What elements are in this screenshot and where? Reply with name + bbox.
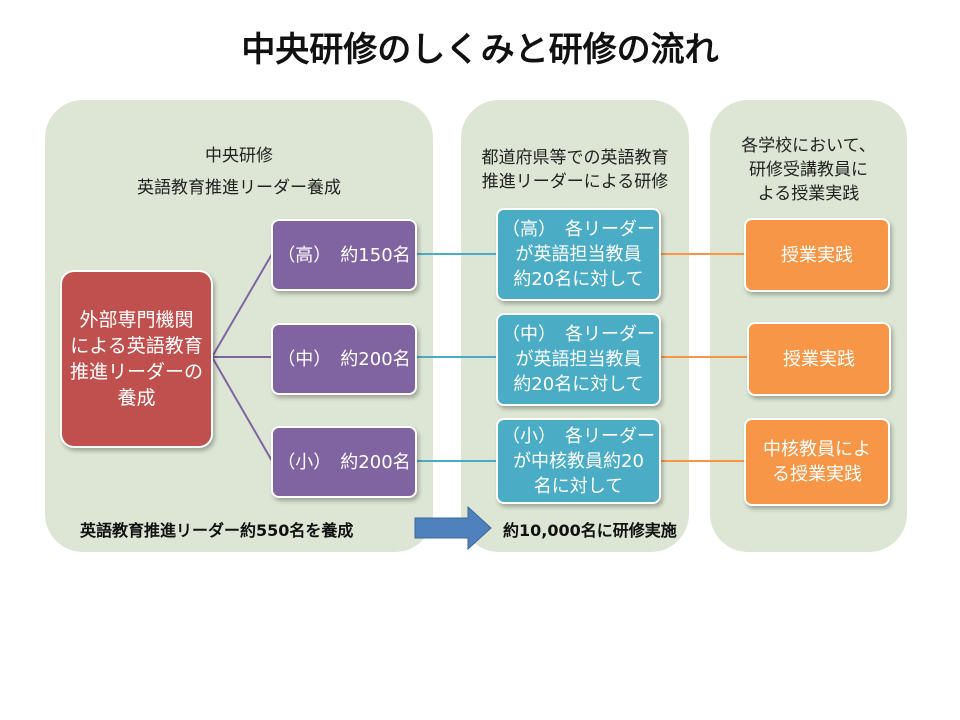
training-elementary-line-3: 名に対して: [533, 475, 624, 497]
training-high-line-2: が英語担当教員: [515, 244, 642, 265]
source-line-3: 推進リーダーの: [69, 361, 203, 383]
level-label-middle: （中） 約200名: [277, 348, 411, 370]
source-line-4: 養成: [117, 387, 156, 409]
source-line-1: 外部専門機関: [79, 309, 194, 331]
level-box-middle: （中） 約200名: [271, 323, 417, 395]
page-title: 中央研修のしくみと研修の流れ: [241, 30, 719, 70]
training-box-elementary: （小） 各リーダー が中核教員約20 名に対して: [496, 418, 661, 504]
connector-source-high: [211, 253, 273, 358]
training-high-line-3: 約20名に対して: [513, 269, 644, 290]
training-elementary-line-1: （小） 各リーダー: [502, 425, 655, 447]
panel-title-school: 各学校において、 研修受講教員に よる授業実践: [710, 134, 907, 206]
footer-leaders-trained: 英語教育推進リーダー約550名を養成: [80, 521, 354, 540]
panel-title-prefecture-line1: 都道府県等での英語教育: [481, 148, 669, 168]
level-label-elementary: （小） 約200名: [277, 451, 411, 473]
panel-title-school-line3: よる授業実践: [757, 184, 860, 204]
footer-teachers-trained: 約10,000名に研修実施: [503, 521, 677, 540]
panel-title-prefecture-line2: 推進リーダーによる研修: [481, 172, 669, 192]
source-box-external-organization: 外部専門機関 による英語教育 推進リーダーの 養成: [60, 270, 213, 448]
practice-elementary-line-1: 中核教員によ: [763, 439, 871, 460]
level-label-high: （高） 約150名: [277, 244, 411, 266]
practice-middle-label: 授業実践: [783, 348, 855, 370]
practice-box-middle: 授業実践: [747, 322, 891, 396]
training-box-middle: （中） 各リーダー が英語担当教員 約20名に対して: [496, 313, 661, 406]
training-middle-line-1: （中） 各リーダー: [502, 324, 655, 345]
training-elementary-line-2: が中核教員約20: [513, 450, 644, 472]
practice-elementary-line-2: る授業実践: [772, 464, 862, 485]
training-high-line-1: （高） 各リーダー: [502, 219, 655, 240]
training-box-high: （高） 各リーダー が英語担当教員 約20名に対して: [496, 208, 661, 301]
source-line-2: による英語教育: [70, 335, 203, 357]
flow-arrow: [414, 505, 492, 551]
panel-title-school-line2: 研修受講教員に: [749, 160, 868, 180]
panel-title-central: 中央研修 英語教育推進リーダー養成: [45, 140, 433, 204]
practice-box-elementary: 中核教員によ る授業実践: [744, 418, 890, 506]
panel-title-central-line2: 英語教育推進リーダー養成: [137, 178, 341, 198]
practice-box-high: 授業実践: [744, 218, 890, 292]
level-box-elementary: （小） 約200名: [271, 426, 417, 498]
training-middle-line-2: が英語担当教員: [515, 349, 642, 370]
practice-high-label: 授業実践: [781, 244, 853, 266]
panel-title-prefecture: 都道府県等での英語教育 推進リーダーによる研修: [461, 146, 689, 194]
level-box-high: （高） 約150名: [271, 219, 417, 291]
training-middle-line-3: 約20名に対して: [513, 374, 644, 395]
panel-title-school-line1: 各学校において、: [741, 136, 876, 156]
connector-source-elementary: [211, 356, 273, 462]
panel-title-central-line1: 中央研修: [205, 146, 273, 166]
